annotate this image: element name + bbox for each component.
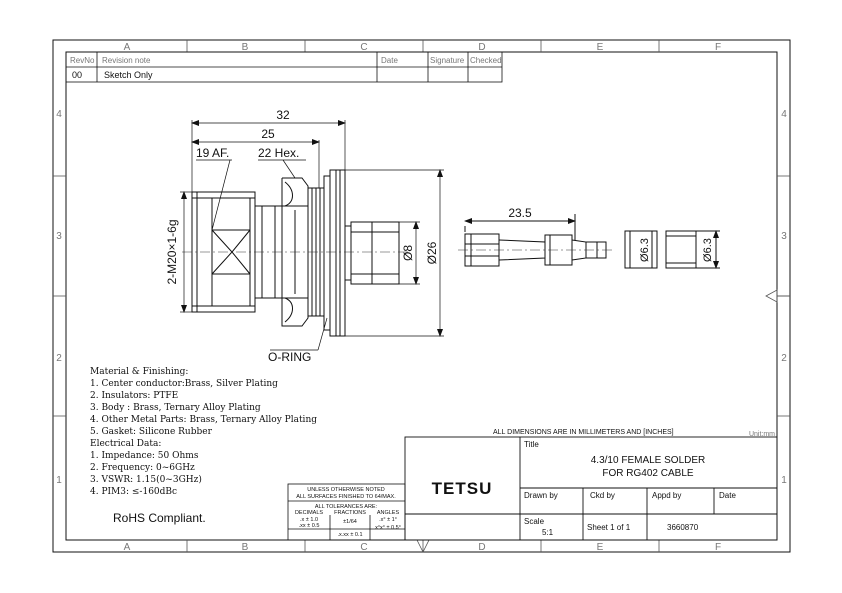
grid-col-label: E	[597, 542, 604, 553]
grid-row-label: 3	[781, 231, 787, 242]
grid-col-label: A	[124, 42, 131, 53]
dim-pin-dia: Ø8	[401, 245, 415, 261]
grid-row-label: 1	[781, 475, 787, 486]
gasket-part	[665, 230, 720, 269]
electrical-line: 1. Impedance: 50 Ohms	[90, 451, 199, 461]
grid-col-label: D	[478, 542, 485, 553]
grid-col-label: F	[715, 542, 721, 553]
grid-col-label: F	[715, 42, 721, 53]
grid-row-label: 4	[56, 109, 62, 120]
material-line: 1. Center conductor:Brass, Silver Platin…	[90, 379, 278, 389]
centering-marks	[416, 289, 790, 553]
grid-row-label: 2	[781, 353, 787, 364]
center-pin-part	[464, 214, 607, 267]
grid-row-labels-left: 4 3 2 1	[56, 109, 62, 486]
tolerance-col-fractions: FRACTIONS	[334, 510, 366, 516]
material-notes: Material & Finishing: 1. Center conducto…	[90, 367, 317, 497]
dim-gasket-dia: Ø6.3	[702, 238, 714, 262]
rev-signature-header: Signature	[430, 56, 465, 65]
drawn-by-label: Drawn by	[524, 491, 558, 500]
dim-pin-length: 23.5	[508, 206, 532, 220]
tolerance-dec2: .xx ± 0.5	[299, 523, 320, 529]
electrical-line: 3. VSWR: 1.15(0~3GHz)	[90, 474, 202, 485]
appd-by-label: Appd by	[652, 491, 681, 500]
tolerance-col-decimals: DECIMALS	[295, 510, 323, 516]
material-heading: Material & Finishing:	[90, 367, 188, 377]
dimension-labels: 32 25 19 AF. 22 Hex. 2-M20×1-6g Ø8 Ø26 O…	[165, 108, 439, 364]
rev-date-header: Date	[381, 56, 398, 65]
drawing-title-line2: FOR RG402 CABLE	[602, 468, 693, 479]
grid-col-label: E	[597, 42, 604, 53]
scale-label: Scale	[524, 517, 545, 526]
all-dimensions-note: ALL DIMENSIONS ARE IN MILLIMETERS AND [I…	[493, 429, 674, 436]
connector-side-view	[191, 169, 400, 337]
grid-col-label: B	[242, 42, 249, 53]
dim-hex: 22 Hex.	[258, 146, 299, 160]
dim-o-ring: O-RING	[268, 350, 311, 364]
tolerance-block: UNLESS OTHERWISE NOTED ALL SURFACES FINI…	[287, 483, 406, 541]
rev-no-value: 00	[72, 70, 82, 80]
tolerance-line1: UNLESS OTHERWISE NOTED	[307, 487, 385, 493]
dim-insulator-dia: Ø6.3	[639, 238, 651, 262]
title-block: ALL DIMENSIONS ARE IN MILLIMETERS AND [I…	[404, 429, 778, 541]
dim-flange-dia: Ø26	[425, 241, 439, 264]
tolerance-col-angles: ANGLES	[377, 510, 400, 516]
title-label: Title	[524, 440, 539, 449]
tolerance-frac: ±1/64	[343, 519, 357, 525]
tolerance-ang2: x°x° ± 0.5°	[375, 525, 401, 531]
grid-col-label: B	[242, 542, 249, 553]
grid-row-labels-right: 4 3 2 1	[781, 109, 787, 486]
grid-col-label: A	[124, 542, 131, 553]
tolerance-line3: ALL TOLERANCES ARE:	[315, 504, 378, 510]
electrical-line: 4. PIM3: ≤-160dBc	[90, 487, 177, 497]
unit-label: Unit:mm	[749, 431, 775, 438]
dim-overall-length: 32	[276, 108, 290, 122]
insulator-part	[624, 230, 658, 269]
material-line: 3. Body : Brass, Ternary Alloy Plating	[90, 403, 261, 413]
electrical-line: 2. Frequency: 0~6GHz	[90, 463, 195, 473]
grid-row-label: 2	[56, 353, 62, 364]
electrical-heading: Electrical Data:	[90, 439, 161, 449]
material-line: 5. Gasket: Silicone Rubber	[90, 427, 213, 437]
scale-value: 5:1	[542, 528, 554, 537]
ckd-by-label: Ckd by	[590, 491, 615, 500]
rev-no-header: RevNo	[70, 56, 95, 65]
dim-body-length: 25	[261, 127, 275, 141]
tolerance-dec1: .x ± 1.0	[300, 517, 318, 523]
grid-col-label: C	[360, 542, 367, 553]
material-line: 4. Other Metal Parts: Brass, Ternary All…	[90, 415, 317, 425]
grid-row-label: 3	[56, 231, 62, 242]
tolerance-ang1: .x° ± 1°	[379, 517, 397, 523]
grid-row-label: 1	[56, 475, 62, 486]
tolerance-line2: ALL SURFACES FINISHED TO 64/MAX.	[296, 494, 396, 500]
grid-row-label: 4	[781, 109, 787, 120]
sheet-label: Sheet 1 of 1	[587, 523, 631, 532]
grid-col-label: D	[478, 42, 485, 53]
company-name: TETSU	[432, 479, 493, 498]
rev-note-value: Sketch Only	[104, 70, 153, 80]
grid-column-labels-top: A B C D E F	[124, 42, 721, 53]
grid-column-labels-bottom: A B C D E F	[124, 542, 721, 553]
rev-note-header: Revision note	[102, 56, 151, 65]
dim-thread: 2-M20×1-6g	[165, 219, 179, 284]
rohs-label: RoHS Compliant.	[113, 511, 206, 525]
dimension-lines	[180, 120, 444, 351]
drawing-title-line1: 4.3/10 FEMALE SOLDER	[591, 455, 706, 466]
revision-table: RevNo Revision note Date Signature Check…	[65, 51, 503, 83]
drawing-number: 3660870	[667, 523, 699, 532]
date-label: Date	[719, 491, 736, 500]
grid-col-label: C	[360, 42, 367, 53]
dim-af: 19 AF.	[196, 146, 229, 160]
material-line: 2. Insulators: PTFE	[90, 391, 178, 401]
rev-checked-header: Checked	[470, 56, 502, 65]
tolerance-dec3: .x.xx ± 0.1	[337, 532, 362, 538]
